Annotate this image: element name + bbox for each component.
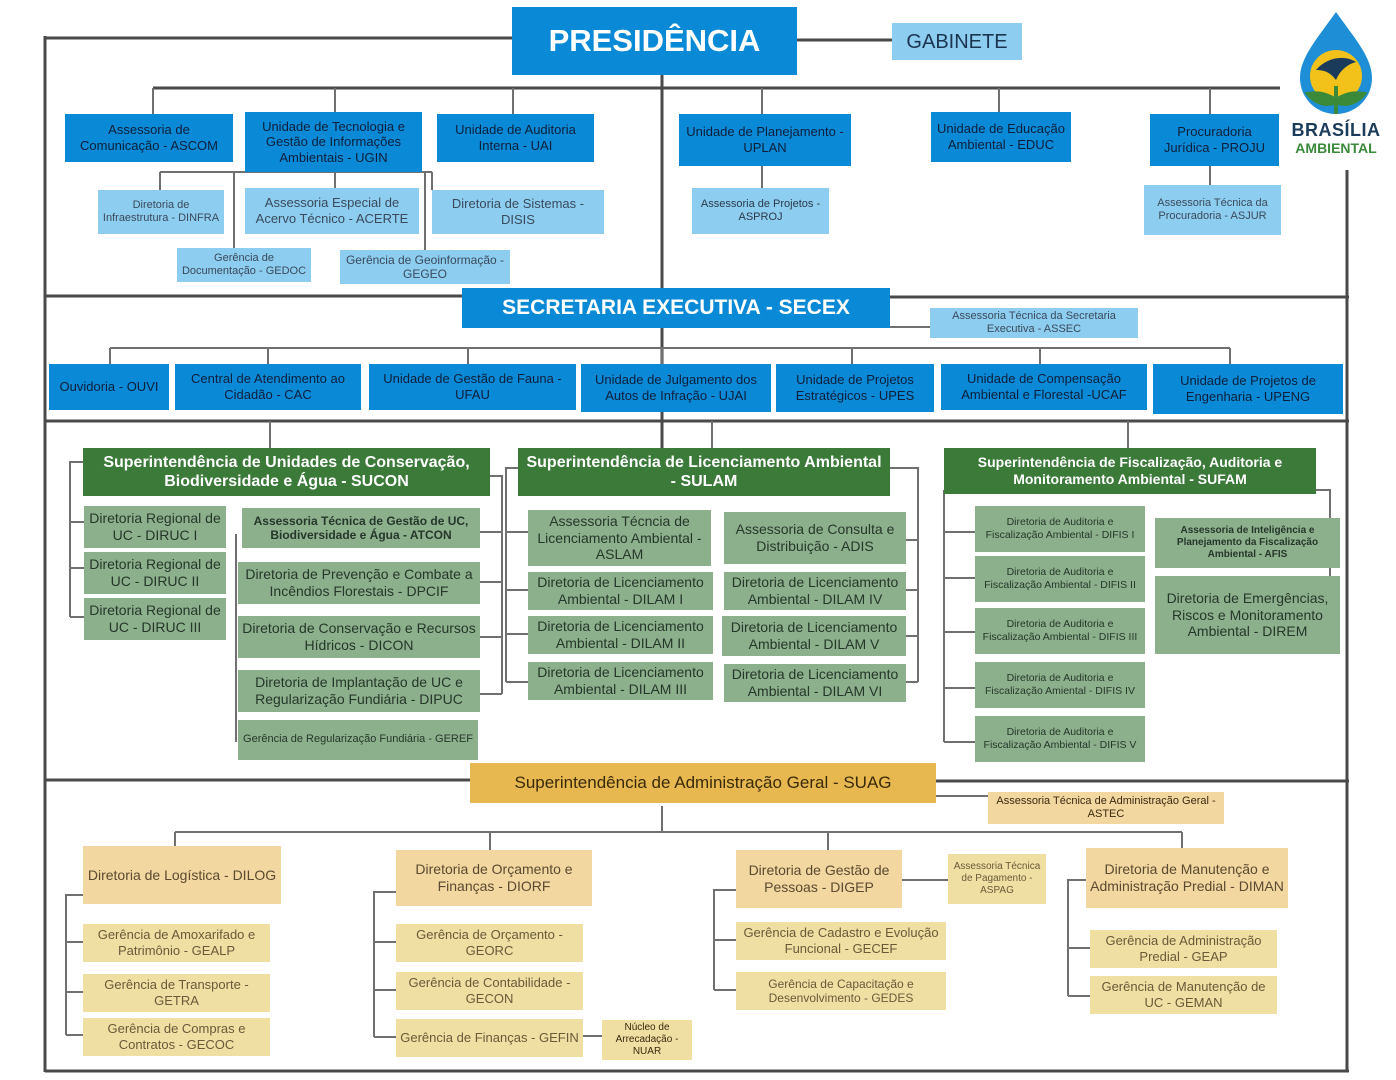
uai-box[interactable]: Unidade de Auditoria Interna - UAI xyxy=(437,114,594,162)
dipuc-box[interactable]: Diretoria de Implantação de UC e Regular… xyxy=(238,670,480,712)
geap-box[interactable]: Gerência de Administração Predial - GEAP xyxy=(1090,930,1277,968)
dilam5-box[interactable]: Diretoria de Licenciamento Ambiental - D… xyxy=(722,616,906,656)
upes-box[interactable]: Unidade de Projetos Estratégicos - UPES xyxy=(776,364,934,412)
gegeo-box[interactable]: Gerência de Geoinformação - GEGEO xyxy=(340,250,510,284)
gealp-box[interactable]: Gerência de Amoxarifado e Patrimônio - G… xyxy=(83,924,270,962)
difis2-box[interactable]: Diretoria de Auditoria e Fiscalização Am… xyxy=(975,556,1145,602)
gefin-box[interactable]: Gerência de Finanças - GEFIN xyxy=(396,1019,583,1057)
diman-box[interactable]: Diretoria de Manutenção e Administração … xyxy=(1086,848,1288,908)
sufam-box[interactable]: Superintendência de Fiscalização, Audito… xyxy=(944,448,1316,494)
dpcif-box[interactable]: Diretoria de Prevenção e Combate a Incên… xyxy=(238,562,480,604)
gecef-box[interactable]: Gerência de Cadastro e Evolução Funciona… xyxy=(736,922,946,960)
suag-box[interactable]: Superintendência de Administração Geral … xyxy=(470,763,936,803)
ujai-box[interactable]: Unidade de Julgamento dos Autos de Infra… xyxy=(581,364,771,412)
logo-line1: BRASÍLIA xyxy=(1291,120,1381,140)
secex-box[interactable]: SECRETARIA EXECUTIVA - SECEX xyxy=(462,288,890,328)
nuar-box[interactable]: Núcleo de Arrecadação - NUAR xyxy=(602,1020,692,1060)
diruc1-box[interactable]: Diretoria Regional de UC - DIRUC I xyxy=(84,506,226,548)
diruc2-box[interactable]: Diretoria Regional de UC - DIRUC II xyxy=(84,552,226,594)
asjur-box[interactable]: Assessoria Técnica da Procuradoria - ASJ… xyxy=(1144,185,1281,235)
dilam2-box[interactable]: Diretoria de Licenciamento Ambiental - D… xyxy=(528,616,713,654)
ascom-box[interactable]: Assessoria de Comunicação - ASCOM xyxy=(65,114,233,162)
acerte-box[interactable]: Assessoria Especial de Acervo Técnico - … xyxy=(245,188,419,234)
dilam1-box[interactable]: Diretoria de Licenciamento Ambiental - D… xyxy=(528,572,713,610)
adis-box[interactable]: Assessoria de Consulta e Distribuição - … xyxy=(724,512,906,564)
difis4-box[interactable]: Diretoria de Auditoria e Fiscalização Am… xyxy=(975,662,1145,708)
geman-box[interactable]: Gerência de Manutenção de UC - GEMAN xyxy=(1090,976,1277,1014)
digep-box[interactable]: Diretoria de Gestão de Pessoas - DIGEP xyxy=(736,850,902,908)
proju-box[interactable]: Procuradoria Jurídica - PROJU xyxy=(1150,114,1279,166)
diorf-box[interactable]: Diretoria de Orçamento e Finanças - DIOR… xyxy=(396,850,592,906)
gecon-box[interactable]: Gerência de Contabilidade - GECON xyxy=(396,972,583,1010)
dicon-box[interactable]: Diretoria de Conservação e Recursos Hídr… xyxy=(238,616,480,658)
dinfra-box[interactable]: Diretoria de Infraestrutura - DINFRA xyxy=(98,190,224,234)
ouvi-box[interactable]: Ouvidoria - OUVI xyxy=(49,364,169,410)
uplan-box[interactable]: Unidade de Planejamento - UPLAN xyxy=(679,114,851,166)
diruc3-box[interactable]: Diretoria Regional de UC - DIRUC III xyxy=(84,598,226,640)
atcon-box[interactable]: Assessoria Técnica de Gestão de UC, Biod… xyxy=(242,508,480,548)
getra-box[interactable]: Gerência de Transporte - GETRA xyxy=(83,974,270,1012)
logo-emblem-icon xyxy=(1300,12,1372,114)
gedes-box[interactable]: Gerência de Capacitação e Desenvolviment… xyxy=(736,972,946,1010)
sucon-box[interactable]: Superintendência de Unidades de Conserva… xyxy=(83,448,490,496)
direm-box[interactable]: Diretoria de Emergências, Riscos e Monit… xyxy=(1155,576,1340,654)
dilam4-box[interactable]: Diretoria de Licenciamento Ambiental - D… xyxy=(724,572,906,610)
dilam6-box[interactable]: Diretoria de Licenciamento Ambiental - D… xyxy=(724,664,906,702)
difis1-box[interactable]: Diretoria de Auditoria e Fiscalização Am… xyxy=(975,506,1145,552)
ufau-box[interactable]: Unidade de Gestão de Fauna - UFAU xyxy=(369,364,576,410)
gedoc-box[interactable]: Gerência de Documentação - GEDOC xyxy=(177,248,311,282)
gecoc-box[interactable]: Gerência de Compras e Contratos - GECOC xyxy=(83,1018,270,1056)
presidencia-box[interactable]: PRESIDÊNCIA xyxy=(512,7,797,75)
astec-box[interactable]: Assessoria Técnica de Administração Gera… xyxy=(988,792,1224,824)
aslam-box[interactable]: Assessoria Técncia de Licenciamento Ambi… xyxy=(528,510,711,566)
gabinete-box[interactable]: GABINETE xyxy=(892,23,1022,60)
ucaf-box[interactable]: Unidade de Compensação Ambiental e Flore… xyxy=(941,364,1147,410)
difis5-box[interactable]: Diretoria de Auditoria e Fiscalização Am… xyxy=(975,716,1145,762)
educ-box[interactable]: Unidade de Educação Ambiental - EDUC xyxy=(931,112,1071,162)
cac-box[interactable]: Central de Atendimento ao Cidadão - CAC xyxy=(175,364,361,410)
aspag-box[interactable]: Assessoria Técnica de Pagamento - ASPAG xyxy=(948,854,1046,904)
sulam-box[interactable]: Superintendência de Licenciamento Ambien… xyxy=(518,448,890,496)
disis-box[interactable]: Diretoria de Sistemas - DISIS xyxy=(432,190,604,234)
ugin-box[interactable]: Unidade de Tecnologia e Gestão de Inform… xyxy=(245,112,422,172)
assec-box[interactable]: Assessoria Técnica da Secretaria Executi… xyxy=(930,308,1138,338)
afis-box[interactable]: Assessoria de Inteligência e Planejament… xyxy=(1155,518,1340,568)
asproj-box[interactable]: Assessoria de Projetos - ASPROJ xyxy=(692,188,829,234)
logo-line2: AMBIENTAL xyxy=(1295,140,1377,156)
difis3-box[interactable]: Diretoria de Auditoria e Fiscalização Am… xyxy=(975,608,1145,654)
geref-box[interactable]: Gerência de Regularização Fundiária - GE… xyxy=(238,720,478,760)
dilog-box[interactable]: Diretoria de Logística - DILOG xyxy=(83,846,281,904)
georc-box[interactable]: Gerência de Orçamento - GEORC xyxy=(396,924,583,962)
dilam3-box[interactable]: Diretoria de Licenciamento Ambiental - D… xyxy=(528,662,713,700)
upeng-box[interactable]: Unidade de Projetos de Engenharia - UPEN… xyxy=(1153,364,1343,414)
brasilia-ambiental-logo: BRASÍLIA AMBIENTAL xyxy=(1286,10,1386,160)
